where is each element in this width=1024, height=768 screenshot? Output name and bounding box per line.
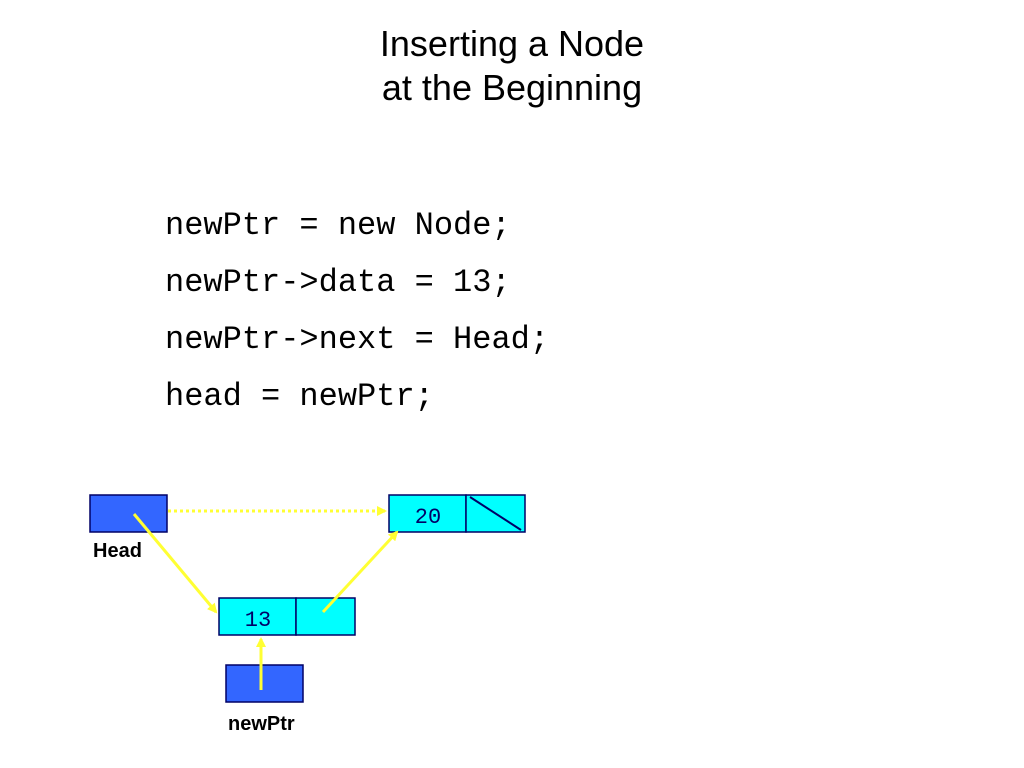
new-node-next-arrow <box>321 530 399 614</box>
code-line-1: newPtr = new Node; <box>165 207 511 244</box>
node-13: 13 <box>218 597 356 636</box>
code-line-2: newPtr->data = 13; <box>165 264 511 301</box>
node-13-value: 13 <box>245 608 271 633</box>
slide-title: Inserting a Node at the Beginning <box>0 22 1024 110</box>
node-13-data-cell <box>218 597 297 636</box>
null-pointer-slash <box>469 496 522 531</box>
head-pointer-box <box>89 494 168 533</box>
node-20-value: 20 <box>415 505 441 530</box>
node-20-data-cell <box>388 494 467 533</box>
title-line-1: Inserting a Node <box>379 23 645 64</box>
newptr-label: newPtr <box>228 713 295 735</box>
newptr-pointer-box <box>225 664 304 703</box>
head-label: Head <box>93 540 142 562</box>
node-13-next-cell <box>295 597 356 636</box>
node-20: 20 <box>388 494 526 533</box>
title-line-2: at the Beginning <box>381 67 643 108</box>
code-line-4: head = newPtr; <box>165 378 434 415</box>
head-to-new-node-arrow <box>132 513 218 614</box>
code-line-3: newPtr->next = Head; <box>165 321 550 358</box>
code-block: newPtr = new Node; newPtr->data = 13; ne… <box>165 204 549 432</box>
